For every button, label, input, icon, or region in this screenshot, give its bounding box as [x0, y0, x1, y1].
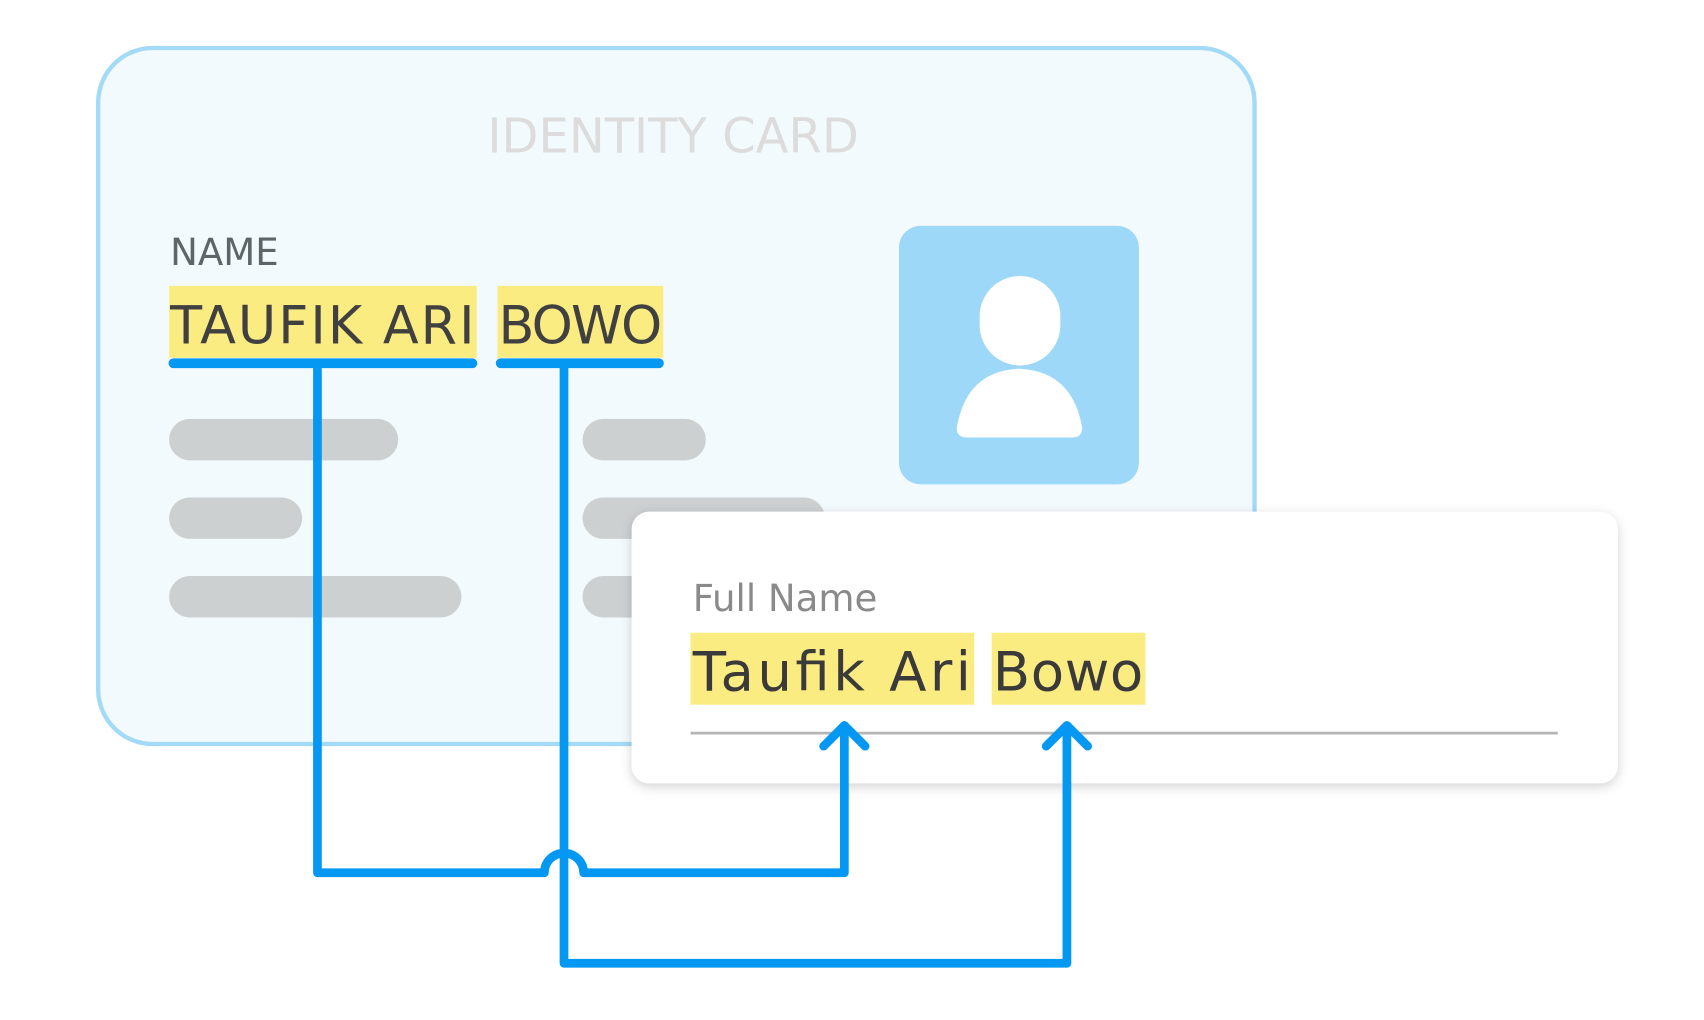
- arrow-head-surname: [1041, 721, 1092, 751]
- highlight-given-names: [169, 285, 477, 358]
- card-title: IDENTITY CARD: [487, 109, 858, 165]
- highlight-form-given: [690, 632, 975, 705]
- highlight-surname: [497, 285, 664, 358]
- connectors: [313, 364, 1092, 968]
- identity-card: IDENTITY CARD NAME TAUFIK ARI BOWO: [96, 45, 1257, 747]
- arrow-head-given: [819, 721, 870, 751]
- name-label: NAME: [170, 231, 279, 274]
- photo-placeholder: [898, 225, 1139, 485]
- form-card: Full Name Taufik Ari Bowo: [631, 511, 1618, 784]
- full-name-surname[interactable]: Bowo: [993, 640, 1144, 704]
- card-name-surname: BOWO: [499, 296, 663, 357]
- person-icon: [956, 276, 1083, 438]
- full-name-label: Full Name: [693, 577, 878, 620]
- card-name-given: TAUFIK ARI: [169, 296, 474, 357]
- highlight-form-surname: [991, 632, 1146, 705]
- connector-surname: [559, 364, 1072, 968]
